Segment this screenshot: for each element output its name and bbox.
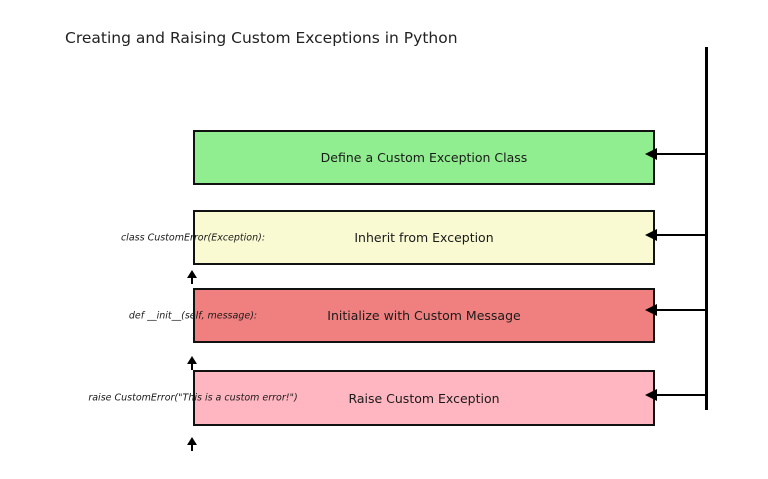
arrow-shaft xyxy=(654,393,708,397)
connector-arrow-step-2 xyxy=(645,229,708,241)
flow-spine-line xyxy=(705,47,708,410)
arrow-stem xyxy=(191,363,193,370)
step-up-arrow-2 xyxy=(187,356,197,371)
code-annotation-class-def: class CustomError(Exception): xyxy=(120,232,266,244)
arrow-stem xyxy=(191,444,193,451)
arrow-stem xyxy=(191,277,193,284)
step-up-arrow-3 xyxy=(187,437,197,452)
arrow-left-icon xyxy=(645,389,657,401)
step-label-initialize: Initialize with Custom Message xyxy=(327,308,521,323)
arrow-shaft xyxy=(654,233,708,237)
arrow-left-icon xyxy=(645,229,657,241)
step-label-raise: Raise Custom Exception xyxy=(348,390,500,406)
connector-arrow-step-4 xyxy=(645,389,708,401)
arrow-shaft xyxy=(654,308,708,312)
code-annotation-init: def __init__(self, message): xyxy=(128,310,258,322)
step-box-raise: Raise Custom Exception xyxy=(193,370,655,426)
step-label-define-class: Define a Custom Exception Class xyxy=(320,150,528,165)
step-box-initialize: Initialize with Custom Message xyxy=(193,288,655,343)
arrow-up-icon xyxy=(187,270,197,278)
diagram-title: Creating and Raising Custom Exceptions i… xyxy=(65,29,458,47)
step-box-define-class: Define a Custom Exception Class xyxy=(193,130,655,185)
connector-arrow-step-1 xyxy=(645,148,708,160)
connector-arrow-step-3 xyxy=(645,304,708,316)
arrow-left-icon xyxy=(645,148,657,160)
arrow-up-icon xyxy=(187,356,197,364)
step-box-inherit: Inherit from Exception xyxy=(193,210,655,265)
arrow-left-icon xyxy=(645,304,657,316)
step-up-arrow-1 xyxy=(187,270,197,285)
arrow-shaft xyxy=(654,152,708,156)
arrow-up-icon xyxy=(187,437,197,445)
code-annotation-raise: raise CustomError("This is a custom erro… xyxy=(88,392,298,404)
step-label-inherit: Inherit from Exception xyxy=(354,230,494,245)
